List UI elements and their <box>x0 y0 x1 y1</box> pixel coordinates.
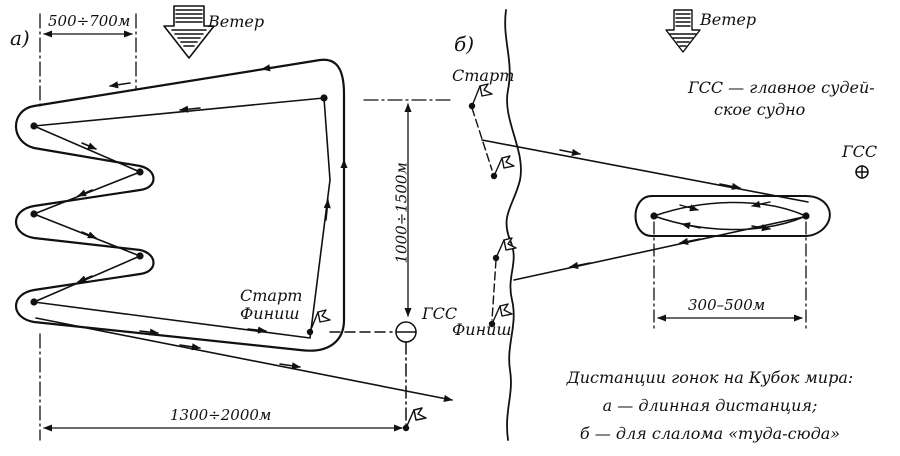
dimension-bottom-a <box>39 333 403 441</box>
dim-top-label-a: 500÷700м <box>48 12 131 30</box>
judge-boat-a <box>329 321 427 432</box>
buoys-b <box>650 212 810 220</box>
caption-line-1: Дистанции гонок на Кубок мира: <box>566 368 854 387</box>
judge-boat-b <box>855 165 869 179</box>
finish-label-a: Финиш <box>240 304 300 323</box>
wind-label-a: Ветер <box>208 12 265 31</box>
dim-bottom-label-a: 1300÷2000м <box>170 406 272 424</box>
part-b-letter: б) <box>454 32 475 56</box>
wind-label-b: Ветер <box>700 10 757 29</box>
start-flags-b <box>468 83 515 180</box>
wind-arrow-a <box>163 5 215 59</box>
dim-label-b: 300–500м <box>688 296 766 314</box>
dimension-vertical-a <box>363 99 455 317</box>
dimension-b <box>653 221 807 331</box>
judge-boat-label-a: ГСС <box>422 304 458 323</box>
course-lines-b <box>481 139 809 281</box>
start-label-a: Старт <box>240 286 303 305</box>
wind-arrow-b <box>665 9 701 53</box>
start-flag-a <box>306 309 331 336</box>
finish-label-b: Финиш <box>452 320 512 339</box>
legend-line-2: ское судно <box>714 100 806 119</box>
loop-b <box>634 195 831 237</box>
judge-boat-label-b: ГСС <box>842 142 878 161</box>
dim-vertical-label-a: 1000÷1500м <box>392 162 411 264</box>
course-arrows-a <box>77 64 348 370</box>
finish-flags-b <box>488 237 517 328</box>
finish-line-a <box>35 317 453 402</box>
start-label-b: Старт <box>452 66 515 85</box>
buoys-a <box>30 94 328 306</box>
caption-line-2: а — длинная дистанция; <box>602 396 818 415</box>
part-a-letter: а) <box>10 26 30 50</box>
caption-line-3: б — для слалома «туда-сюда» <box>579 424 841 443</box>
course-outline-a <box>14 58 346 352</box>
dimension-top-a <box>39 13 137 111</box>
legend-line-1: ГСС — главное судей- <box>688 78 875 97</box>
